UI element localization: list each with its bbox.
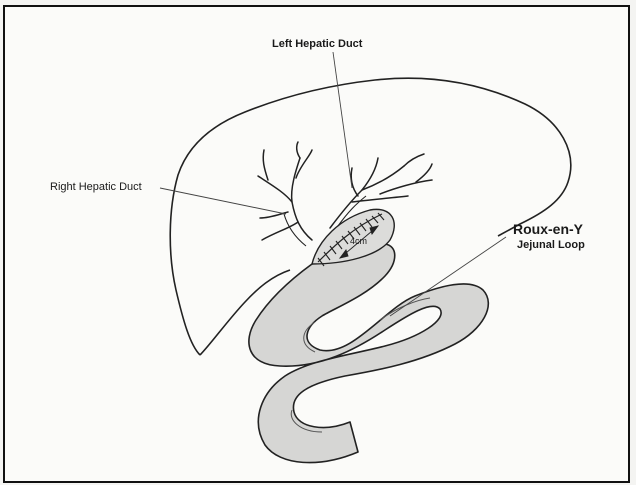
jejunal-loop <box>249 244 488 463</box>
label-jejunal-loop: Jejunal Loop <box>517 239 585 251</box>
label-anastomosis-length: 4cm <box>350 236 367 246</box>
label-left-hepatic-duct: Left Hepatic Duct <box>272 38 362 50</box>
label-right-hepatic-duct: Right Hepatic Duct <box>50 181 142 193</box>
label-roux-en-y: Roux-en-Y <box>513 221 583 237</box>
